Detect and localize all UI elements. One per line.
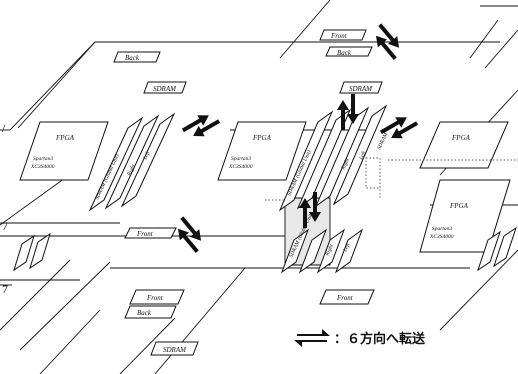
- back-box-lower-left: Back: [125, 306, 176, 318]
- front-label: Front: [136, 230, 154, 238]
- fpga-label: FPGA: [252, 134, 272, 142]
- legend-text: ：６方向へ転送: [334, 331, 426, 347]
- front-box-middle: Front: [125, 228, 176, 238]
- transfer-arrow-left-icon: [180, 107, 222, 144]
- svg-text:7: 7: [2, 219, 8, 233]
- board-plane-lower: [0, 250, 518, 374]
- fpga-label: FPGA: [449, 202, 469, 210]
- xc3s4000-label: XC3S4000: [30, 163, 55, 170]
- fpga-chip-left: FPGA Spartan3 XC3S4000: [20, 122, 108, 180]
- fpga-label: FPGA: [55, 134, 75, 142]
- fpga-chip-center: FPGA Spartan3 XC3S4000: [218, 122, 306, 180]
- back-label: Back: [337, 49, 352, 57]
- fpga-chip-right-upper: FPGA: [420, 122, 508, 168]
- sdram-label: SDRAM: [163, 346, 187, 354]
- back-label: Back: [125, 54, 140, 62]
- front-label: Front: [146, 294, 164, 302]
- spartan-label: Spartan3: [33, 156, 53, 162]
- front-box-lower-left: Front: [130, 290, 184, 304]
- back-box-top-left: Back: [114, 52, 160, 62]
- board-stack-left-edge: [14, 234, 50, 270]
- back-label: Back: [137, 309, 152, 317]
- front-box-top: Front: [320, 30, 366, 40]
- sdram-label: SDRAM: [349, 85, 373, 93]
- front-label: Front: [336, 294, 354, 302]
- board-plane-top: [0, 0, 518, 130]
- sdram-box-bottom: SDRAM: [151, 342, 198, 355]
- bidirectional-transfer-arrow-icon: [294, 329, 330, 347]
- svg-text:7: 7: [2, 282, 8, 296]
- spartan-label: Spartan3: [432, 226, 452, 232]
- sdram-side-label: SDRAM: [376, 132, 389, 151]
- spartan-label: Spartan3: [231, 156, 251, 162]
- xc3s4000-label: XC3S4000: [228, 163, 253, 170]
- legend: ：６方向へ転送: [294, 329, 426, 347]
- sdram-box-top-left: SDRAM: [144, 82, 186, 93]
- front-label: Front: [330, 32, 348, 40]
- transfer-arrow-front-icon: [170, 214, 210, 256]
- sdram-label: SDRAM: [153, 85, 177, 93]
- xc3s4000-label: XC3S4000: [429, 233, 454, 240]
- svg-text:/: /: [2, 121, 6, 135]
- front-box-lower-right: Front: [320, 290, 374, 304]
- back-box-top-right: Back: [326, 47, 372, 57]
- sdram-box-top-right: SDRAM: [340, 82, 382, 93]
- fpga-label: FPGA: [451, 134, 471, 142]
